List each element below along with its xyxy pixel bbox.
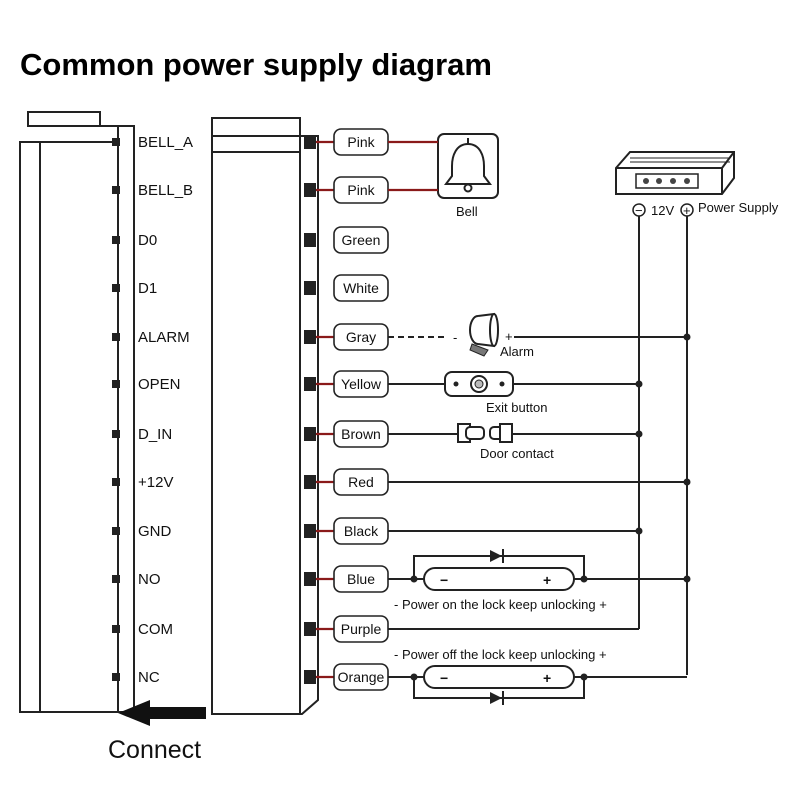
terminal-screw bbox=[304, 281, 316, 295]
bell-label: Bell bbox=[456, 204, 478, 219]
terminal-screw bbox=[304, 572, 316, 586]
wire-color-label-box bbox=[333, 226, 389, 254]
pin-label: BELL_A bbox=[138, 134, 193, 151]
ps-plus-terminal-icon: + bbox=[680, 203, 694, 218]
pin-label: ALARM bbox=[138, 329, 190, 346]
wire-color-label: Purple bbox=[341, 621, 382, 637]
wire-color-label: Orange bbox=[338, 669, 385, 685]
pin-marker bbox=[112, 625, 120, 633]
wire-color-label: Pink bbox=[347, 134, 375, 150]
terminal-screw bbox=[304, 670, 316, 684]
pin-marker bbox=[112, 673, 120, 681]
alarm-label: Alarm bbox=[500, 344, 534, 359]
reader-panel bbox=[19, 111, 135, 713]
wire-color-label: Green bbox=[342, 232, 381, 248]
pin-label: D1 bbox=[138, 280, 157, 297]
lock-power-off: - Power off the lock keep unlocking + − … bbox=[394, 647, 607, 705]
terminal-screw bbox=[304, 377, 316, 391]
terminal-screw bbox=[304, 622, 316, 636]
power-on-text: - Power on the lock keep unlocking + bbox=[394, 597, 607, 612]
pin-marker bbox=[112, 430, 120, 438]
door-contact-device: Door contact bbox=[457, 423, 554, 461]
pin-label: D_IN bbox=[138, 426, 172, 443]
wire-color-label: Pink bbox=[347, 182, 375, 198]
pin-label: NC bbox=[138, 669, 160, 686]
alarm-plus: + bbox=[505, 329, 513, 344]
pin-marker bbox=[112, 478, 120, 486]
ps-minus: − bbox=[635, 203, 643, 218]
page-title: Common power supply diagram bbox=[20, 47, 492, 82]
pin-label: COM bbox=[138, 621, 173, 638]
terminal-screw bbox=[304, 183, 316, 197]
exit-button-label: Exit button bbox=[486, 400, 547, 415]
wire-color-label: Brown bbox=[341, 426, 381, 442]
pin-label: OPEN bbox=[138, 376, 181, 393]
pin-label: NO bbox=[138, 571, 161, 588]
magnet-contact-icon bbox=[457, 423, 513, 443]
pin-marker bbox=[112, 333, 120, 341]
wire-color-label: Gray bbox=[346, 329, 376, 345]
pin-marker bbox=[112, 284, 120, 292]
terminal-screw bbox=[304, 135, 316, 149]
alarm-minus: - bbox=[453, 330, 457, 345]
controller-body bbox=[211, 117, 319, 715]
bell-device: Bell bbox=[437, 133, 499, 219]
lock-on-minus: − bbox=[440, 572, 448, 588]
lock-off-minus: − bbox=[440, 670, 448, 686]
terminal-screw bbox=[304, 427, 316, 441]
alarm-device: - + Alarm bbox=[453, 312, 534, 359]
connect-arrow bbox=[118, 700, 206, 726]
pin-marker bbox=[112, 138, 120, 146]
lock-power-on: − + - Power on the lock keep unlocking + bbox=[394, 549, 607, 612]
exit-button-device: Exit button bbox=[444, 371, 547, 415]
pin-marker bbox=[112, 575, 120, 583]
lock-on-plus: + bbox=[543, 572, 551, 588]
terminal-screw bbox=[304, 233, 316, 247]
pin-marker bbox=[112, 527, 120, 535]
wire-color-label: Blue bbox=[347, 571, 375, 587]
wire-color-label-box bbox=[333, 274, 389, 302]
wire-color-label: Black bbox=[344, 523, 379, 539]
ps-plus: + bbox=[683, 203, 691, 218]
wire-color-label: Red bbox=[348, 474, 374, 490]
pin-label: BELL_B bbox=[138, 182, 193, 199]
pin-marker bbox=[112, 236, 120, 244]
siren-icon bbox=[469, 312, 499, 357]
power-off-text: - Power off the lock keep unlocking + bbox=[394, 647, 607, 662]
diode-icon bbox=[490, 691, 504, 705]
door-contact-label: Door contact bbox=[480, 446, 554, 461]
pin-marker bbox=[112, 380, 120, 388]
pin-label: GND bbox=[138, 523, 172, 540]
power-supply-label: Power Supply bbox=[698, 200, 779, 215]
wire-color-label: White bbox=[343, 280, 379, 296]
connect-label: Connect bbox=[108, 736, 201, 764]
terminal-screw bbox=[304, 330, 316, 344]
wire-list: PinkPinkGreenWhiteGrayYellowBrownRedBlac… bbox=[304, 128, 389, 691]
pin-label: D0 bbox=[138, 232, 157, 249]
ps-minus-terminal-icon: − bbox=[632, 203, 646, 218]
pin-marker bbox=[112, 186, 120, 194]
terminal-screw bbox=[304, 475, 316, 489]
bell-icon bbox=[444, 138, 492, 193]
power-supply-device: − 12V + Power Supply bbox=[615, 151, 779, 218]
lock-off-plus: + bbox=[543, 670, 551, 686]
wire-color-label: Yellow bbox=[341, 376, 382, 392]
diode-icon bbox=[490, 549, 504, 563]
pin-label: +12V bbox=[138, 474, 173, 491]
ps-voltage: 12V bbox=[651, 203, 674, 218]
terminal-screw bbox=[304, 524, 316, 538]
